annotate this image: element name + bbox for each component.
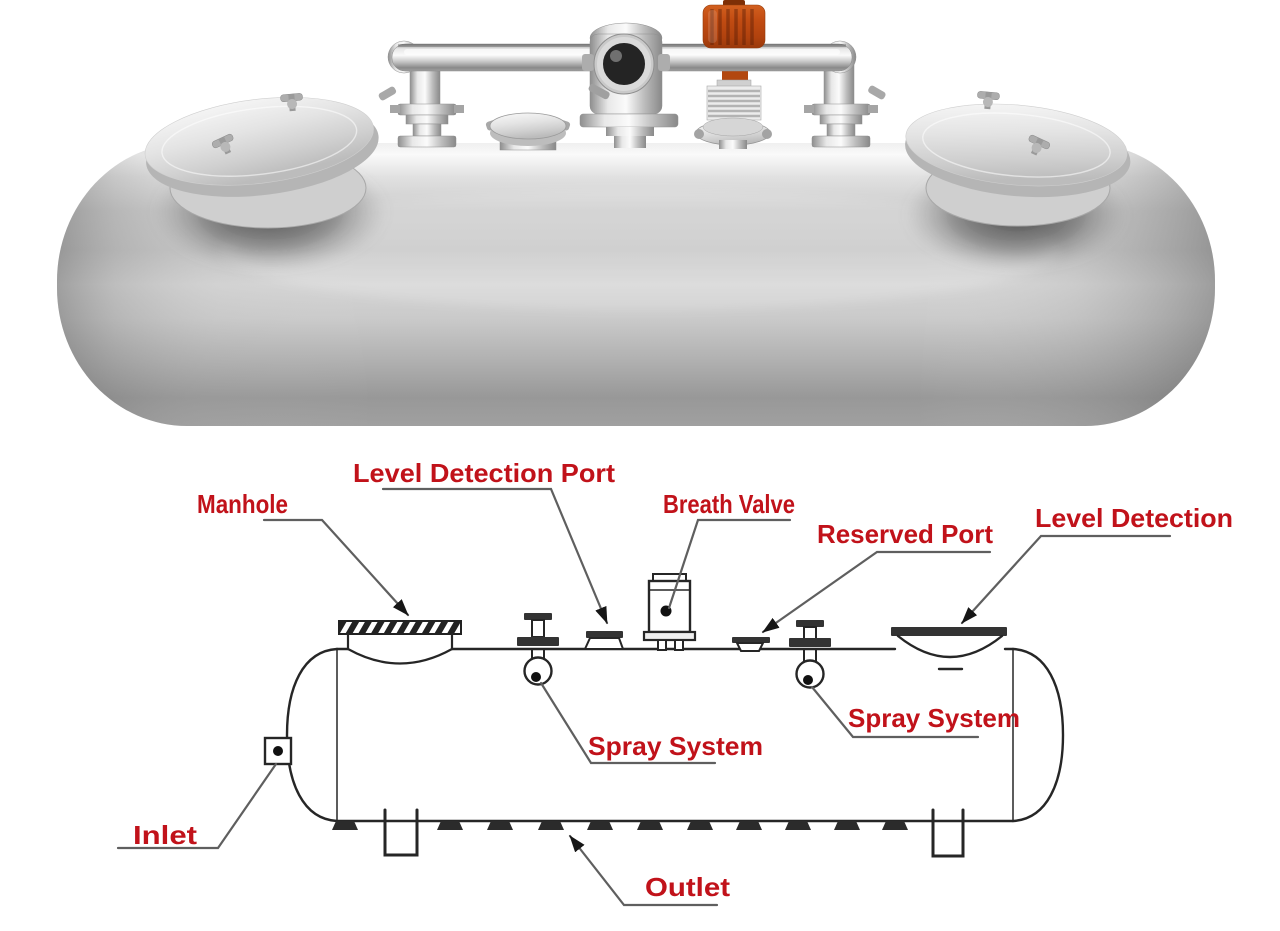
wing-nut-icon <box>977 91 1000 110</box>
orange-valve-knob <box>702 0 766 49</box>
sight-glass <box>597 37 651 91</box>
spray-system-right-label: Spray System <box>848 703 1020 733</box>
level-detection-label: Level Detection <box>1035 503 1233 533</box>
wing-nut-icon <box>211 133 234 155</box>
level-detection-port-leader-line <box>381 487 609 625</box>
outlet-leader-line <box>568 834 719 907</box>
ferrule-lid-photo <box>485 112 571 151</box>
inlet-symbol <box>263 736 293 766</box>
left-riser-assembly <box>378 59 464 148</box>
spray-system-right-leader-line <box>810 685 980 739</box>
breath-valve-symbol <box>642 573 697 651</box>
inlet-label: Inlet <box>133 820 197 850</box>
level-detection-port-label: Level Detection Port <box>353 458 615 488</box>
spray-nozzle-right <box>789 620 831 689</box>
level-detection-symbol <box>891 627 1007 671</box>
spray-system-left-leader-line <box>539 681 717 765</box>
level-detection-port-symbol <box>583 631 625 650</box>
tank-photo <box>57 0 1215 426</box>
leader-lines <box>116 487 1172 907</box>
wing-nut-icon <box>1028 134 1051 156</box>
breath-valve-leader-line <box>667 518 792 610</box>
manhole-left-photo <box>144 93 388 272</box>
level-detection-leader-line <box>960 534 1172 625</box>
bellows-assembly <box>694 71 772 149</box>
spray-system-left-label: Spray System <box>588 731 763 761</box>
diagram-manhole-symbol <box>338 620 462 665</box>
manhole-label: Manhole <box>197 489 288 519</box>
sight-glass-unit <box>579 22 679 148</box>
outlet-label: Outlet <box>645 872 730 902</box>
reserved-port-symbol <box>732 637 770 652</box>
reserved-port-leader-line <box>761 550 992 634</box>
right-riser-assembly <box>804 59 886 148</box>
manhole-left-cover <box>144 97 374 186</box>
tank-sheen <box>220 190 1060 310</box>
spray-nozzle-left <box>517 613 559 686</box>
support-legs <box>383 808 965 858</box>
diagram-labels: Manhole Level Detection Port Breath Valv… <box>133 458 1233 902</box>
wing-nut-icon <box>280 93 303 112</box>
reserved-port-label: Reserved Port <box>817 519 993 549</box>
inlet-leader-line <box>116 762 278 850</box>
outlet-pads <box>332 821 908 830</box>
manhole-leader-line <box>262 518 410 617</box>
manhole-right-photo <box>904 91 1131 271</box>
tank-diagram: Manhole Level Detection Port Breath Valv… <box>116 458 1233 907</box>
breath-valve-label: Breath Valve <box>663 489 795 519</box>
